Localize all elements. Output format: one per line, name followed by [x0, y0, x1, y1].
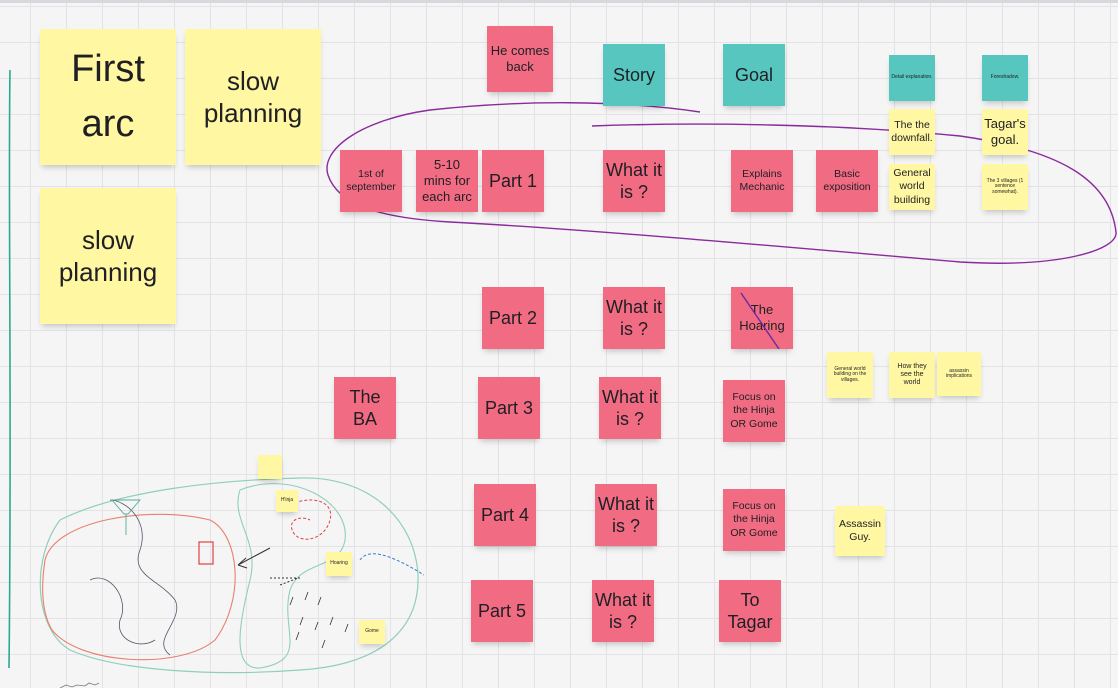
note-story[interactable]: Story	[603, 44, 665, 106]
note-what2[interactable]: What it is ?	[603, 287, 665, 349]
map-note-hoaring[interactable]: Hoaring	[326, 552, 352, 576]
map-arrow-2	[270, 577, 300, 586]
note-what5[interactable]: What it is ?	[592, 580, 654, 642]
note-the-hoaring[interactable]: The Hoaring	[731, 287, 793, 349]
note-detail-explanation[interactable]: Detail explanation.	[889, 55, 935, 101]
note-first-arc[interactable]: First arc	[40, 29, 176, 165]
the-hoaring-label: The Hoaring	[739, 301, 785, 333]
note-assassin-guy[interactable]: Assassin Guy.	[835, 506, 885, 556]
note-tagars-goal[interactable]: Tagar's goal.	[982, 109, 1028, 155]
note-part3[interactable]: Part 3	[478, 377, 540, 439]
note-three-villages[interactable]: The 3 villages (1 sentence somewhat).	[982, 164, 1028, 210]
note-assassin-implications[interactable]: assassin implications	[937, 352, 981, 396]
note-first-september[interactable]: 1st of september	[340, 150, 402, 212]
note-explains-mechanic[interactable]: Explains Mechanic	[731, 150, 793, 212]
map-blue-curve	[359, 553, 425, 576]
note-slow-planning-1[interactable]: slow planning	[185, 29, 321, 165]
note-five-ten-mins[interactable]: 5-10 mins for each arc	[416, 150, 478, 212]
map-red-region	[42, 513, 236, 661]
map-inner-squiggle	[109, 499, 178, 656]
margin-line	[8, 69, 11, 669]
note-general-world-villages[interactable]: General world building on the villages.	[827, 352, 873, 398]
map-arrow	[237, 547, 271, 569]
note-goal[interactable]: Goal	[723, 44, 785, 106]
note-what4[interactable]: What it is ?	[595, 484, 657, 546]
note-part2[interactable]: Part 2	[482, 287, 544, 349]
note-part5[interactable]: Part 5	[471, 580, 533, 642]
map-funnel	[111, 499, 141, 535]
map-mountain-marks	[289, 591, 349, 649]
map-inner-squiggle-2	[89, 577, 156, 645]
note-how-they-see[interactable]: How they see the world	[889, 352, 935, 398]
map-note-tiny[interactable]	[258, 455, 282, 479]
note-what3[interactable]: What it is ?	[599, 377, 661, 439]
note-basic-exposition[interactable]: Basic exposition	[816, 150, 878, 212]
note-general-world-building[interactable]: General world building	[889, 164, 935, 210]
map-note-gome[interactable]: Gome	[359, 620, 385, 644]
note-to-tagar[interactable]: To Tagar	[719, 580, 781, 642]
canvas-top-bar	[0, 0, 1118, 3]
corner-scribble	[59, 682, 100, 688]
note-slow-planning-2[interactable]: slow planning	[40, 188, 176, 324]
note-focus-hinja-3[interactable]: Focus on the Hinja OR Gome	[723, 380, 785, 442]
note-foreshadow[interactable]: Foreshadow.	[982, 55, 1028, 101]
note-focus-hinja-4[interactable]: Focus on the Hinja OR Gome	[723, 489, 785, 551]
map-note-hinja[interactable]: H'inja	[276, 490, 298, 512]
note-the-ba[interactable]: The BA	[334, 377, 396, 439]
note-part4[interactable]: Part 4	[474, 484, 536, 546]
note-the-the-downfall[interactable]: The the downfall.	[889, 109, 935, 155]
note-part1[interactable]: Part 1	[482, 150, 544, 212]
note-he-comes-back[interactable]: He comes back	[487, 26, 553, 92]
map-red-square	[198, 541, 214, 565]
note-what1[interactable]: What it is ?	[603, 150, 665, 212]
